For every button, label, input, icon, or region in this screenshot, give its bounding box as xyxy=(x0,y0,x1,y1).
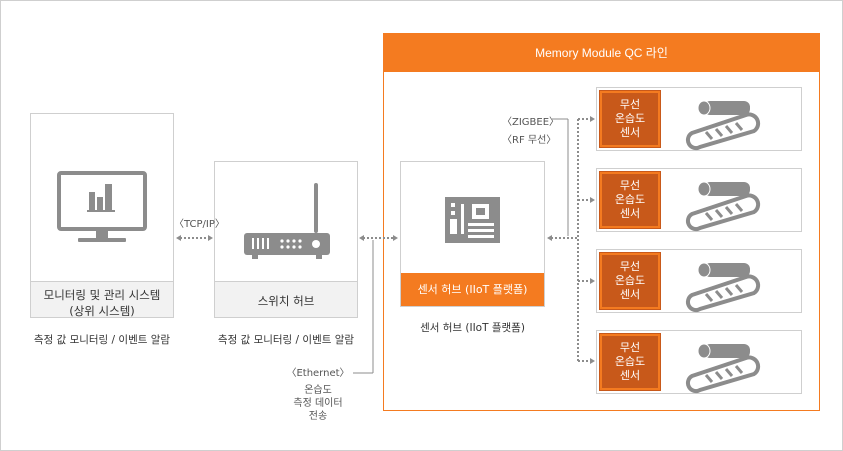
sensor-badge-line: 온습도 xyxy=(614,193,646,206)
ethernet-desc-line: 측정 데이터 xyxy=(293,398,343,409)
monitoring-system-label-line1: 모니터링 및 관리 시스템 xyxy=(43,288,161,302)
sensor-row: 무선 온습도 센서 xyxy=(596,249,802,313)
sensor-badge-line: 무선 xyxy=(619,341,641,354)
sensor-row: 무선 온습도 센서 xyxy=(596,168,802,232)
wireless-sensor-badge: 무선 온습도 센서 xyxy=(599,171,661,229)
sensor-row: 무선 온습도 센서 xyxy=(596,330,802,394)
sensor-hub-label: 센서 허브 (IIoT 플랫폼) xyxy=(401,273,544,306)
ethernet-desc-line: 온습도 xyxy=(304,385,332,396)
sensor-badge-line: 센서 xyxy=(619,207,641,220)
sensor-badge-line: 센서 xyxy=(619,126,641,139)
monitoring-system-card: 모니터링 및 관리 시스템 (상위 시스템) xyxy=(30,113,174,318)
sensor-badge-line: 온습도 xyxy=(614,355,646,368)
sensor-badge-line: 센서 xyxy=(619,288,641,301)
sensor-badge-line: 센서 xyxy=(619,369,641,382)
monitoring-system-caption: 측정 값 모니터링 / 이벤트 알람 xyxy=(33,334,171,346)
sensor-badge-line: 온습도 xyxy=(614,274,646,287)
sensor-badge-line: 무선 xyxy=(619,98,641,111)
monitoring-system-label-line2: (상위 시스템) xyxy=(69,304,135,318)
conveyor-belt-icon xyxy=(685,100,761,394)
ethernet-label: 〈Ethernet〉 xyxy=(286,368,350,379)
sensor-row: 무선 온습도 센서 xyxy=(596,87,802,151)
zigbee-label: 〈ZIGBEE〉 xyxy=(502,117,560,128)
wireless-sensor-badge: 무선 온습도 센서 xyxy=(599,252,661,310)
sensor-badge-line: 무선 xyxy=(619,260,641,273)
switch-hub-icon-area xyxy=(215,162,357,282)
sensor-badge-line: 온습도 xyxy=(614,112,646,125)
wireless-sensor-badge: 무선 온습도 센서 xyxy=(599,333,661,391)
rf-label: 〈RF 무선〉 xyxy=(502,135,557,146)
circuit-board-icon xyxy=(445,197,500,243)
tcp-ip-label: 〈TCP/IP〉 xyxy=(174,219,225,230)
monitor-chart-icon xyxy=(57,171,147,242)
switch-hub-label: 스위치 허브 xyxy=(257,294,315,308)
sensor-hub-caption: 센서 허브 (IIoT 플랫폼) xyxy=(420,322,525,334)
monitoring-system-label: 모니터링 및 관리 시스템 (상위 시스템) xyxy=(31,287,173,319)
qc-line-zone-title: Memory Module QC 라인 xyxy=(384,34,819,72)
switch-hub-caption: 측정 값 모니터링 / 이벤트 알람 xyxy=(217,334,355,346)
router-icon xyxy=(244,183,330,259)
wireless-sensor-badge: 무선 온습도 센서 xyxy=(599,90,661,148)
connector-lines xyxy=(176,116,595,374)
sensor-badge-line: 무선 xyxy=(619,179,641,192)
ethernet-desc-line: 전송 xyxy=(308,411,328,422)
